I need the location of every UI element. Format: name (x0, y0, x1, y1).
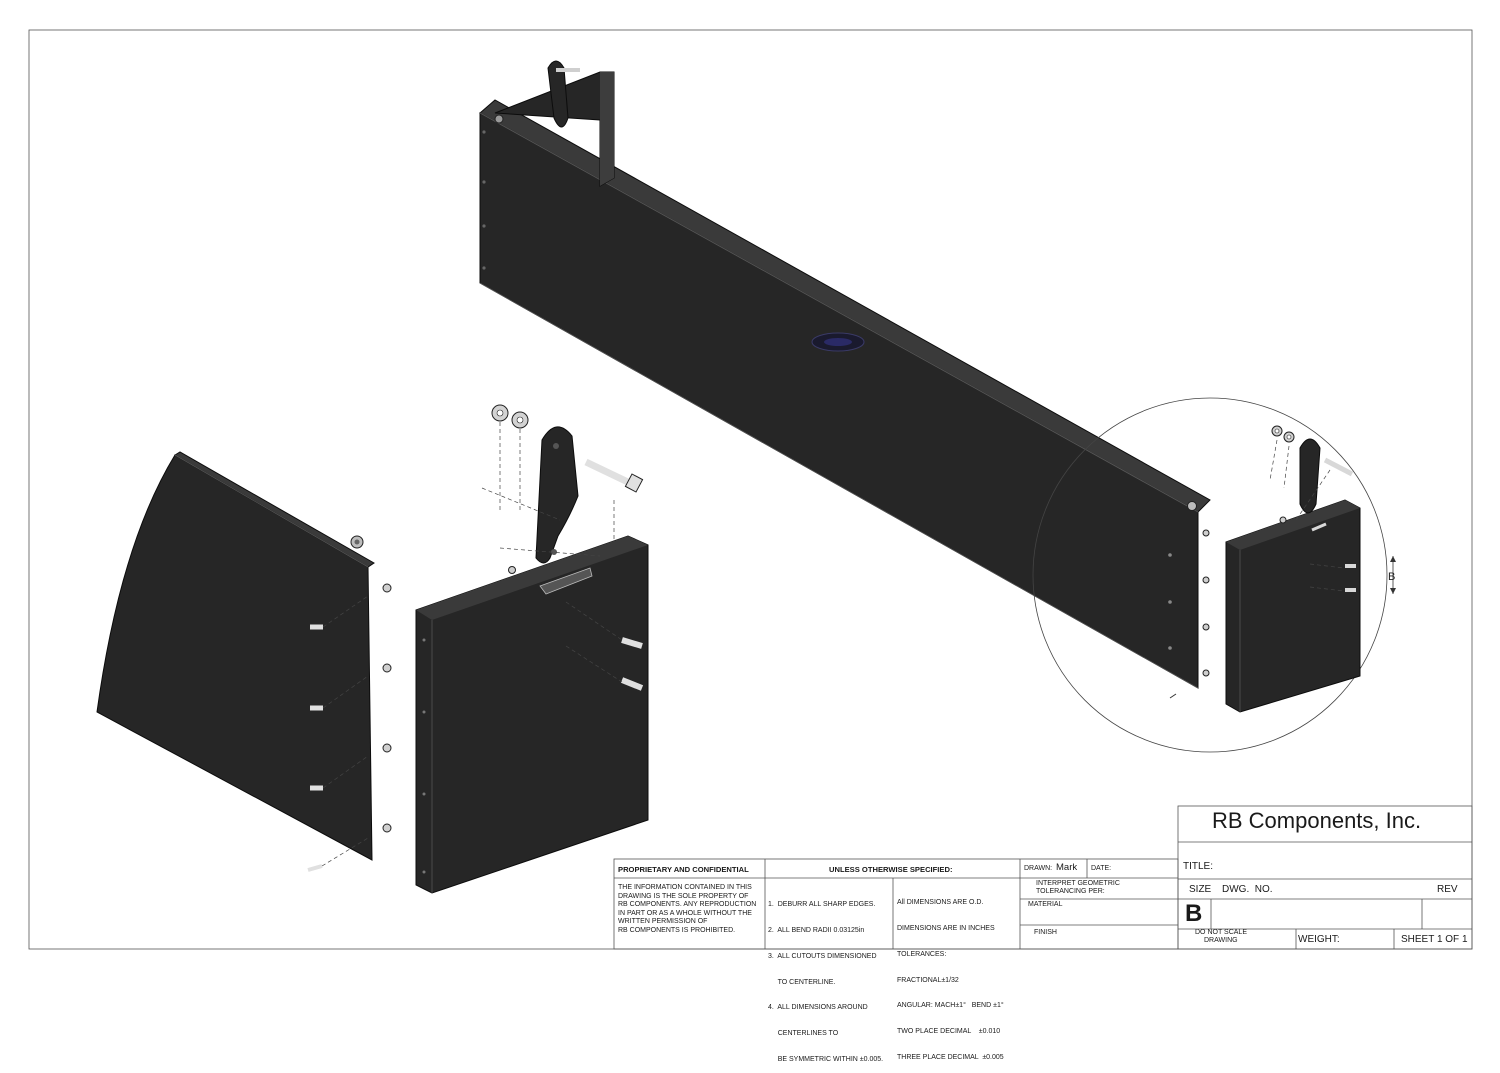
end-block-assembly (415, 404, 649, 894)
detail-callout-letter: B (1388, 571, 1395, 583)
interpret-line1: INTERPRET GEOMETRIC (1036, 880, 1120, 887)
drawn-by: Mark (1056, 862, 1078, 873)
note-line: 1. DEBURR ALL SHARP EDGES. (768, 901, 876, 909)
beam-end-hole (1168, 600, 1172, 604)
rev-label: REV (1437, 884, 1458, 895)
beam-hinge-bracket (547, 60, 569, 128)
beam-bolt-head (494, 114, 504, 124)
beam-end-plate-edge (600, 72, 614, 186)
do-not-scale-line1: DO NOT SCALE (1195, 929, 1247, 936)
title-block-grid (613, 805, 1473, 950)
hinge-bolt (584, 458, 634, 488)
unless-header: UNLESS OTHERWISE SPECIFIED: (829, 865, 953, 874)
size-label: SIZE (1189, 884, 1212, 895)
finish-label: FINISH (1034, 929, 1057, 936)
size-value: B (1185, 900, 1203, 927)
proprietary-text: THE INFORMATION CONTAINED IN THIS DRAWIN… (618, 884, 756, 936)
title-label: TITLE: (1183, 861, 1214, 872)
beam-end-hole (1168, 646, 1172, 650)
note-line: 4. ALL DIMENSIONS AROUND (768, 1004, 868, 1012)
tolerance-line: FRACTIONAL±1/32 (897, 976, 959, 984)
beam-logo-inner (824, 338, 852, 346)
curved-side-panel (96, 451, 392, 872)
rivet (482, 180, 486, 184)
detail-hinge-bracket (1299, 438, 1321, 514)
proprietary-line: DRAWING IS THE SOLE PROPERTY OF (618, 892, 749, 900)
note-line: 3. ALL CUTOUTS DIMENSIONED (768, 952, 877, 960)
material-label: MATERIAL (1028, 901, 1063, 908)
tolerance-line: ANGULAR: MACH±1° BEND ±1° (897, 1002, 1004, 1010)
drawing-sheet: B (28, 29, 1473, 950)
end-block-top (416, 536, 648, 620)
note-line: TO CENTERLINE. (768, 978, 836, 986)
tolerance-line: All DIMENSIONS ARE O.D. (897, 899, 984, 907)
do-not-scale-line2: DRAWING (1204, 937, 1238, 944)
end-block-face (415, 535, 649, 894)
rivet (482, 266, 486, 270)
detail-view: B (1032, 397, 1396, 753)
sheet-label: SHEET 1 OF 1 (1401, 934, 1468, 945)
panel-bolts (307, 624, 323, 872)
panel-nuts (382, 583, 392, 833)
interpret-line2: TOLERANCING PER: (1036, 888, 1105, 895)
detail-end-cap (1225, 499, 1361, 713)
note-line: 2. ALL BEND RADII 0.03125in (768, 926, 865, 934)
main-beam-assembly (479, 60, 1211, 689)
dwg-no-label: DWG. NO. (1222, 884, 1273, 895)
detail-nut (1202, 576, 1210, 584)
proprietary-header: PROPRIETARY AND CONFIDENTIAL (618, 865, 749, 874)
proprietary-line: RB COMPONENTS. ANY REPRODUCTION (618, 901, 757, 909)
beam-end-nut (1187, 501, 1197, 511)
tolerance-line: TOLERANCES: (897, 950, 947, 958)
detail-bolt (1323, 457, 1354, 477)
curved-panel-face (96, 454, 373, 861)
proprietary-line: RB COMPONENTS IS PROHIBITED. (618, 926, 736, 934)
detail-circle (1032, 397, 1388, 753)
rivet (482, 130, 486, 134)
detail-nut (1202, 623, 1210, 631)
end-block-screw (621, 637, 643, 649)
tolerance-line: THREE PLACE DECIMAL ±0.005 (897, 1053, 1004, 1061)
notes-list: 1. DEBURR ALL SHARP EDGES. 2. ALL BEND R… (768, 884, 883, 1073)
end-block-screw (620, 677, 644, 691)
drawn-label: DRAWN: (1024, 865, 1053, 872)
tolerance-line: DIMENSIONS ARE IN INCHES (897, 924, 995, 932)
detail-nut (1202, 669, 1210, 677)
date-label: DATE: (1091, 865, 1112, 872)
note-line: BE SYMMETRIC WITHIN ±0.005. (768, 1055, 884, 1063)
proprietary-line: WRITTEN PERMISSION OF (618, 918, 708, 926)
proprietary-line: IN PART OR AS A WHOLE WITHOUT THE (618, 909, 752, 917)
beam-end-hole (1168, 553, 1172, 557)
detail-nut (1202, 529, 1210, 537)
company-name: RB Components, Inc. (1212, 808, 1422, 833)
weight-label: WEIGHT: (1298, 934, 1340, 945)
tolerance-line: TWO PLACE DECIMAL ±0.010 (897, 1028, 1001, 1036)
end-block-hinge-bracket (535, 426, 579, 564)
beam-edge-bottom (479, 282, 1199, 689)
tolerances-list: All DIMENSIONS ARE O.D. DIMENSIONS ARE I… (897, 882, 1004, 1071)
note-line: CENTERLINES TO (768, 1030, 839, 1038)
proprietary-line: THE INFORMATION CONTAINED IN THIS (618, 884, 752, 891)
rivet (482, 224, 486, 228)
